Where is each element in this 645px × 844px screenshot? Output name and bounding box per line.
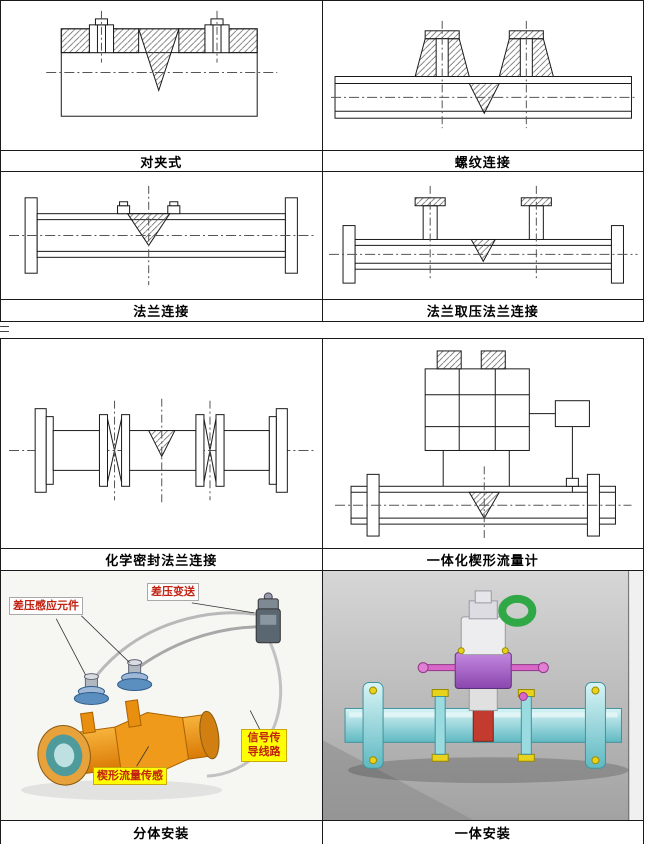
label-dp-transmitter: 差压变送 bbox=[147, 583, 199, 602]
figure-flange-connection bbox=[1, 172, 323, 300]
bolt-right bbox=[167, 205, 181, 215]
caption-integrated-wedge-meter: 一体化楔形流量计 bbox=[322, 549, 644, 571]
pipe-flange-right bbox=[584, 682, 606, 769]
flange-left bbox=[34, 408, 47, 493]
bolt bbox=[590, 686, 599, 695]
figure-integral-installation bbox=[322, 571, 644, 821]
figure-wafer-type bbox=[1, 1, 323, 151]
transmitter-top bbox=[468, 600, 498, 620]
mid-flange bbox=[434, 695, 446, 755]
shadow bbox=[21, 780, 223, 801]
wedge-element bbox=[137, 28, 180, 93]
bolt bbox=[457, 647, 465, 655]
bolt bbox=[368, 686, 377, 695]
wedge-meter-body bbox=[37, 699, 220, 786]
table-gap bbox=[0, 322, 645, 338]
wedge-section bbox=[472, 708, 494, 742]
valve-actuator bbox=[480, 350, 506, 370]
label-dp-sensing-element: 差压感应元件 bbox=[9, 597, 83, 616]
bolt-left bbox=[117, 205, 131, 215]
connection-types-table-top: 对夹式 螺纹连接 bbox=[0, 0, 644, 322]
caption-split-installation: 分体安装 bbox=[1, 821, 323, 844]
caption-chemical-seal-connection: 化学密封法兰连接 bbox=[1, 549, 323, 571]
shadow bbox=[347, 757, 628, 784]
margin-tick bbox=[0, 331, 9, 332]
bolt-nut bbox=[431, 753, 449, 762]
integral-installation-render bbox=[322, 571, 643, 820]
green-ring bbox=[497, 594, 536, 627]
tap-nozzle bbox=[80, 711, 96, 735]
bolt bbox=[501, 647, 509, 655]
mid-flange bbox=[520, 695, 532, 755]
meter-flange-right bbox=[199, 710, 220, 760]
bolt-nut bbox=[431, 689, 449, 697]
diaphragm-seal bbox=[73, 673, 110, 705]
connection-types-table-bottom: 化学密封法兰连接 一体化楔形流量计 bbox=[0, 338, 644, 844]
chemical-seal-drawing bbox=[9, 398, 314, 504]
pipe-segment bbox=[223, 430, 270, 471]
label-wedge-flow-sensor: 楔形流量传感 bbox=[93, 767, 167, 786]
bolt-nut bbox=[517, 753, 535, 762]
flange-connection-drawing bbox=[9, 185, 314, 286]
caption-flange-tap-connection: 法兰取压法兰连接 bbox=[322, 300, 644, 322]
bolt bbox=[590, 756, 599, 765]
junction-box bbox=[554, 400, 590, 428]
figure-chemical-seal-connection bbox=[1, 339, 323, 549]
pipe-segment bbox=[52, 430, 100, 471]
valve-actuator bbox=[436, 350, 462, 370]
leader-lines bbox=[55, 602, 261, 767]
caption-wafer-type: 对夹式 bbox=[1, 151, 323, 172]
riser-block bbox=[468, 686, 498, 711]
flange-right bbox=[275, 408, 288, 493]
seal-flange bbox=[195, 414, 205, 487]
figure-flange-tap-connection bbox=[322, 172, 644, 300]
integrated-meter-drawing bbox=[334, 350, 631, 539]
transmitter-body bbox=[460, 616, 506, 656]
figure-threaded-connection bbox=[322, 1, 644, 151]
bolt bbox=[368, 756, 377, 765]
caption-integral-installation: 一体安装 bbox=[322, 821, 644, 844]
label-signal-line: 信号传导线路 bbox=[241, 729, 287, 762]
valve-manifold bbox=[424, 368, 530, 451]
caption-flange-connection: 法兰连接 bbox=[1, 300, 323, 322]
valve-knob bbox=[518, 692, 528, 701]
seal-flange bbox=[121, 414, 131, 487]
tap-nozzle bbox=[124, 699, 142, 728]
wedge-element bbox=[467, 82, 500, 115]
diaphragm-seal bbox=[117, 659, 153, 692]
threaded-connection-drawing bbox=[330, 20, 635, 129]
figure-split-installation: 差压感应元件 差压变送 楔形流量传感 信号传导线路 bbox=[1, 571, 323, 821]
flange-tap-drawing bbox=[328, 185, 637, 284]
caption-threaded-connection: 螺纹连接 bbox=[322, 151, 644, 172]
figure-integrated-wedge-meter bbox=[322, 339, 644, 549]
dp-transmitter-device bbox=[255, 592, 281, 644]
capillary-tube bbox=[138, 625, 261, 668]
seal-flange bbox=[98, 414, 109, 487]
pipe-flange-left bbox=[362, 682, 384, 769]
capillary-tube bbox=[96, 611, 261, 676]
wedge-element bbox=[469, 238, 496, 263]
wafer-type-drawing bbox=[46, 10, 278, 117]
margin-tick bbox=[0, 326, 9, 327]
valve-manifold bbox=[454, 652, 512, 690]
seal-flange bbox=[215, 414, 225, 487]
